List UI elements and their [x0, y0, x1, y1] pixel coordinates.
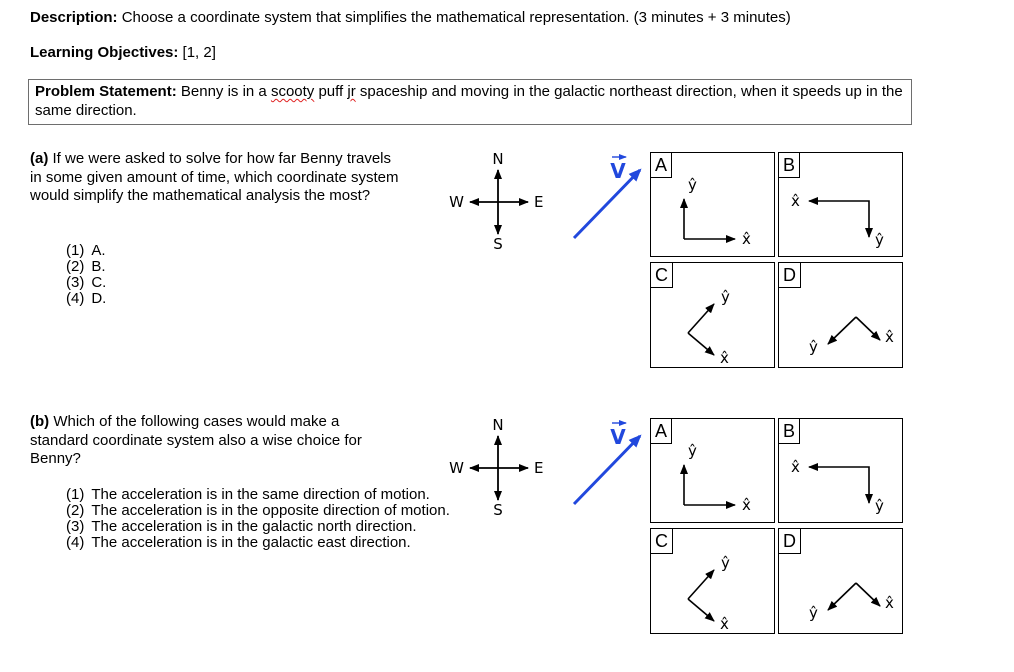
problem-text-before: Benny is in a [180, 83, 267, 100]
option-number: (2) [66, 258, 85, 275]
option-number: (3) [66, 274, 85, 291]
compass-west-label: W [449, 459, 464, 477]
option-number: (1) [66, 486, 85, 503]
option-text: D. [91, 290, 107, 307]
x-axis-label: x̂ [885, 328, 894, 346]
velocity-vector-icon: V [572, 154, 642, 240]
coord-option-letter: B [778, 418, 801, 444]
coord-option-letter: D [778, 528, 801, 554]
compass-south-label: S [493, 501, 503, 519]
problem-text-after: spaceship and moving in the galactic nor… [35, 83, 903, 119]
option-text: The acceleration is in the galactic east… [91, 534, 411, 551]
misspelled-word: jr [347, 83, 356, 100]
option-text: C. [91, 274, 107, 291]
option-text: The acceleration is in the galactic nort… [91, 518, 417, 535]
description-label: Description: [30, 9, 118, 26]
axes-diagram-rotated-45: ŷ x̂ [687, 554, 730, 632]
option-a-4: (4) D. [66, 291, 266, 307]
coord-option-box-D: D ŷ x̂ [778, 528, 903, 634]
coord-option-box-D: D ŷ x̂ [778, 262, 903, 368]
option-a-3: (3) C. [66, 275, 266, 291]
compass-north-label: N [492, 416, 503, 434]
y-axis-label: ŷ [875, 231, 884, 249]
coord-option-letter: D [778, 262, 801, 288]
y-axis-label: ŷ [721, 288, 730, 306]
option-number: (2) [66, 502, 85, 519]
description-line: Description: Choose a coordinate system … [30, 9, 791, 26]
coord-option-letter: A [650, 418, 673, 444]
coord-option-box-B: B x̂ ŷ [778, 152, 903, 257]
compass-east-label: E [534, 193, 543, 211]
question-a-text: If we were asked to solve for how far Be… [30, 150, 399, 204]
description-text: Choose a coordinate system that simplifi… [121, 9, 791, 26]
x-axis-label: x̂ [885, 594, 894, 612]
x-axis-label: x̂ [791, 192, 800, 210]
x-axis-label: x̂ [742, 230, 751, 248]
option-number: (4) [66, 290, 85, 307]
coord-option-box-A: A ŷ x̂ [650, 418, 775, 523]
option-b-4: (4) The acceleration is in the galactic e… [66, 535, 458, 551]
x-axis-label: x̂ [742, 496, 751, 514]
velocity-vector-icon: V [572, 420, 642, 506]
compass-north-label: N [492, 150, 503, 168]
x-axis-label: x̂ [791, 458, 800, 476]
coord-option-letter: A [650, 152, 673, 178]
y-axis-label: ŷ [688, 442, 697, 460]
y-axis-label: ŷ [809, 338, 818, 356]
question-a-label: (a) [30, 150, 49, 167]
option-number: (4) [66, 534, 85, 551]
compass-south-label: S [493, 235, 503, 253]
coord-option-box-C: C ŷ x̂ [650, 262, 775, 368]
option-text: The acceleration is in the opposite dire… [91, 502, 450, 519]
coord-option-letter: B [778, 152, 801, 178]
option-a-2: (2) B. [66, 259, 266, 275]
question-a: (a) If we were asked to solve for how fa… [30, 150, 402, 206]
problem-label: Problem Statement: [35, 83, 177, 100]
coord-option-letter: C [650, 262, 673, 288]
vector-label: V [610, 159, 626, 183]
option-text: B. [91, 258, 106, 275]
option-b-3: (3) The acceleration is in the galactic n… [66, 519, 458, 535]
objectives-text: [1, 2] [182, 44, 216, 61]
question-a-options: (1) A. (2) B. (3) C. (4) D. [66, 243, 266, 307]
question-b-options: (1) The acceleration is in the same direc… [66, 487, 458, 551]
question-b: (b) Which of the following cases would m… [30, 413, 395, 469]
option-number: (3) [66, 518, 85, 535]
axes-diagram-standard: ŷ x̂ [680, 176, 751, 248]
axes-diagram-rotated-135: ŷ x̂ [809, 582, 894, 622]
option-text: The acceleration is in the same directio… [91, 486, 430, 503]
objectives-label: Learning Objectives: [30, 44, 179, 61]
problem-statement-box: Problem Statement: Benny is in a scooty … [28, 79, 912, 125]
y-axis-label: ŷ [688, 176, 697, 194]
compass-west-label: W [449, 193, 464, 211]
option-number: (1) [66, 242, 85, 259]
misspelled-word: scooty [270, 83, 315, 100]
option-b-1: (1) The acceleration is in the same direc… [66, 487, 458, 503]
option-text: A. [91, 242, 106, 259]
y-axis-label: ŷ [875, 497, 884, 515]
vector-label: V [610, 425, 626, 449]
axes-diagram-rotated-135: ŷ x̂ [809, 316, 894, 356]
y-axis-label: ŷ [721, 554, 730, 572]
axes-diagram-rotated-180: x̂ ŷ [791, 192, 884, 249]
coord-option-box-C: C ŷ x̂ [650, 528, 775, 634]
problem-text-mid: puff [318, 83, 344, 100]
coord-option-box-A: A ŷ x̂ [650, 152, 775, 257]
compass-rose-icon: N S W E [449, 150, 543, 253]
coord-option-box-B: B x̂ ŷ [778, 418, 903, 523]
option-a-1: (1) A. [66, 243, 266, 259]
axes-diagram-rotated-45: ŷ x̂ [687, 288, 730, 366]
coord-option-letter: C [650, 528, 673, 554]
question-b-text: Which of the following cases would make … [30, 413, 362, 467]
x-axis-label: x̂ [720, 349, 729, 366]
axes-diagram-standard: ŷ x̂ [680, 442, 751, 514]
x-axis-label: x̂ [720, 615, 729, 632]
question-b-label: (b) [30, 413, 50, 430]
axes-diagram-rotated-180: x̂ ŷ [791, 458, 884, 515]
compass-east-label: E [534, 459, 543, 477]
learning-objectives-line: Learning Objectives: [1, 2] [30, 44, 216, 61]
y-axis-label: ŷ [809, 604, 818, 622]
option-b-2: (2) The acceleration is in the opposite d… [66, 503, 458, 519]
compass-rose-icon: N S W E [449, 416, 543, 519]
